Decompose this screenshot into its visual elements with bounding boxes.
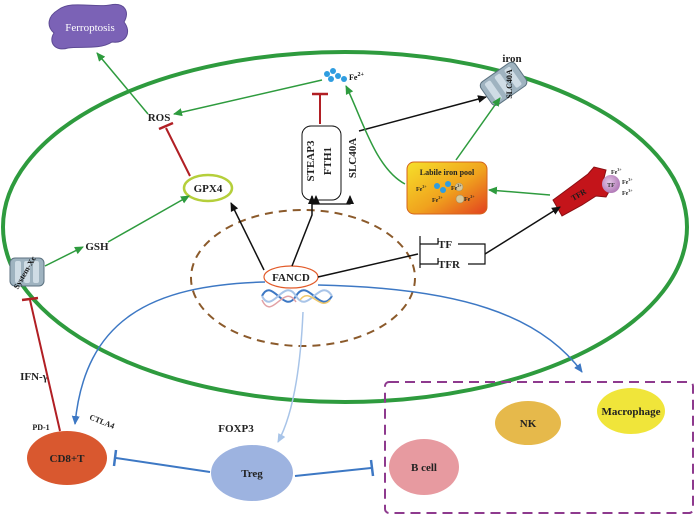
ros-label: ROS: [148, 112, 171, 124]
iron-genes-box: STEAP3 FTH1 SLC40A: [301, 125, 359, 201]
tfr1-receptor: TFR: [552, 166, 612, 217]
arrow-ros-ferroptosis: [96, 52, 149, 115]
ctla4-label: CTLA4: [88, 413, 116, 431]
tfr-label: TFR: [438, 259, 461, 271]
pd1-label: PD-1: [32, 423, 49, 432]
arrow-fancd-fth1: [291, 195, 316, 267]
tf-tfr-genes: TF TFR: [419, 236, 486, 271]
inhibit-treg-immune-bar: [369, 459, 375, 477]
bcell-label: B cell: [411, 462, 437, 474]
ferroptosis-label: Ferroptosis: [65, 22, 115, 34]
nk-cell: NK: [495, 401, 561, 445]
slc40a-inner-label: SLC40A: [347, 138, 359, 178]
arrow-pool-fe2: [345, 85, 406, 185]
arrow-fe2-ros: [173, 79, 323, 117]
gpx4-node: GPX4: [182, 173, 234, 203]
arrow-slc40a-inner: [312, 195, 354, 205]
macrophage-cell: Macrophage: [597, 388, 665, 434]
iron-label: iron: [502, 53, 521, 65]
nucleus-boundary: [190, 209, 416, 347]
tf-ball-label: TF: [607, 183, 615, 189]
treg-cell: Treg: [211, 445, 293, 501]
foxp3-label: FOXP3: [218, 423, 254, 435]
fe-pool-label-1: Fe2+: [416, 184, 427, 193]
fe3-label-3: Fe3+: [622, 188, 633, 197]
inhibit-treg-immune: [294, 467, 372, 477]
arrow-tfr1-pool: [488, 186, 551, 196]
cd8t-label: CD8+T: [50, 453, 86, 465]
arrow-fancd-cd8: [71, 281, 266, 425]
bcell-cell: B cell: [389, 439, 459, 495]
arrow-slc40a-to-transporter: [358, 95, 487, 132]
ifn-gamma-label: IFN-γ: [20, 371, 48, 383]
dna-helix: [261, 289, 333, 308]
inhibit-treg-cd8-bar: [112, 449, 118, 467]
fe-pool-label-3: Fe2+: [432, 195, 443, 204]
inhibit-cd8-systemxc-bar: [21, 296, 39, 302]
inhibit-gpx4-ros: [165, 127, 191, 177]
nk-label: NK: [520, 418, 537, 430]
tf-label: TF: [438, 239, 452, 251]
macrophage-label: Macrophage: [601, 406, 660, 418]
arrow-systemxc-gsh: [44, 246, 84, 267]
slc40a-membrane-label: SLC40A: [505, 69, 514, 99]
gpx4-label: GPX4: [194, 183, 223, 195]
immune-cells-box: [384, 381, 694, 514]
inhibit-treg-cd8: [115, 457, 211, 473]
arrow-tfr-tfr1: [484, 206, 561, 255]
labile-iron-pool: Labile iron pool Fe2+ Fe2+ Fe2+ Fe2+: [406, 161, 488, 215]
gsh-label: GSH: [85, 241, 109, 253]
arrow-pool-slc40a: [455, 97, 501, 161]
tf-iron-complex: TF Fe3+ Fe3+ Fe3+: [602, 167, 633, 197]
arrow-gsh-gpx4: [107, 195, 190, 243]
fe3-label-1: Fe3+: [611, 167, 622, 176]
fancd-node: FANCD: [263, 265, 319, 289]
arrow-fancd-gpx4: [230, 202, 265, 271]
fancd-label: FANCD: [272, 272, 310, 284]
arrow-fancd-treg: [277, 311, 304, 443]
inhibit-cd8-systemxc: [29, 299, 61, 432]
slc40a-transporter: SLC40A: [479, 61, 528, 106]
fe-pool-label-4: Fe2+: [464, 194, 475, 203]
inhibit-gpx4-ros-bar: [158, 121, 174, 131]
treg-label: Treg: [241, 468, 263, 480]
cell-membrane: [1, 50, 689, 404]
line-fancd-tf: [317, 253, 419, 278]
fth1-label: FTH1: [322, 147, 334, 175]
fe3-label-2: Fe3+: [622, 177, 633, 186]
ferroptosis-node: Ferroptosis: [48, 3, 128, 50]
arrow-fancd-immune-box: [317, 284, 583, 373]
steap3-label: STEAP3: [305, 140, 317, 181]
fe-pool-label-2: Fe2+: [451, 183, 462, 192]
system-xc-transporter: System-Xc: [9, 254, 45, 291]
cd8t-cell: CD8+T: [27, 431, 107, 485]
fe2-node: Fe2+: [324, 68, 364, 82]
labile-iron-pool-label: Labile iron pool: [420, 168, 475, 177]
fe2-label: Fe2+: [349, 72, 364, 82]
